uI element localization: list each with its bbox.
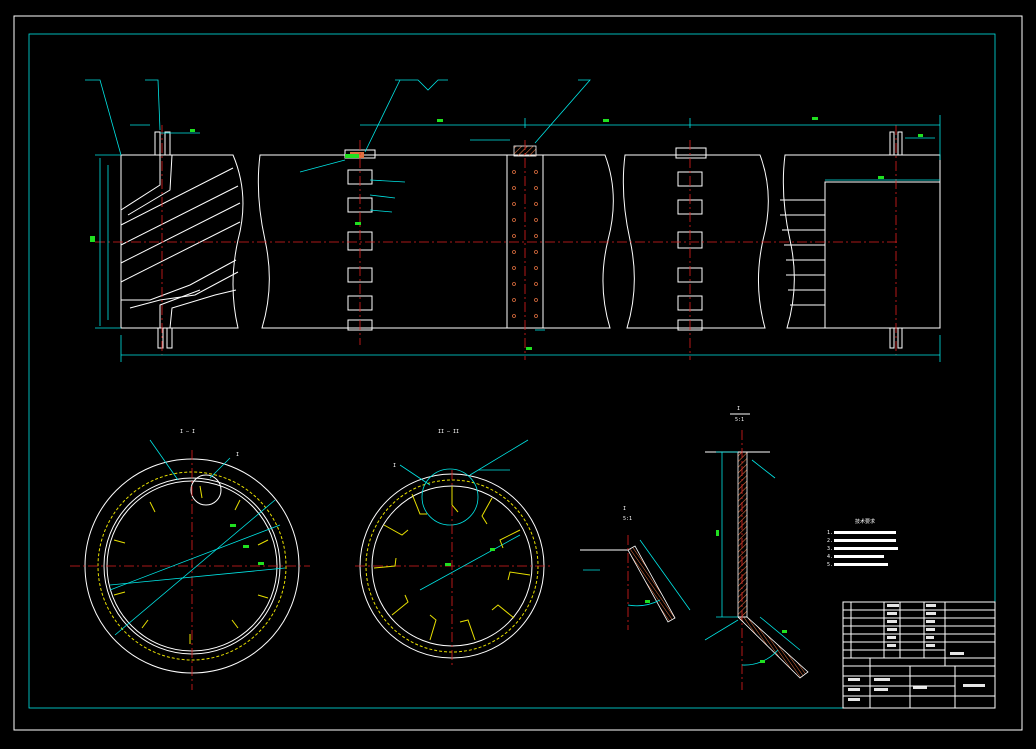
section-view-b: I II — II [355, 429, 550, 665]
detail-I-mark-a: I [236, 452, 239, 458]
tech-req-title: 技术要求 [855, 518, 875, 525]
main-elevation-view [85, 79, 941, 362]
view-a-label: I — I [180, 429, 195, 435]
inner-border [28, 33, 996, 709]
section-view-a: I I — I [70, 429, 310, 690]
dimensions [85, 79, 941, 362]
tech-req-item-3: 3. [827, 546, 833, 552]
end-flights [780, 199, 825, 306]
detail-scale-left: I [623, 506, 626, 512]
radial-lifters-a [113, 485, 269, 644]
detail-scale-main: I [737, 406, 740, 412]
tech-req-item-4: 4. [827, 554, 833, 560]
radial-lifters-b [373, 486, 531, 641]
detail-I-mark-b: I [393, 463, 396, 469]
lifter-column-2 [675, 147, 707, 331]
view-b-label: II — II [438, 429, 459, 435]
outer-border [13, 15, 1023, 731]
detail-y-joint: I 5:1 [704, 406, 809, 690]
detail-angled-plate: I 5:1 [580, 506, 691, 630]
tech-req-item-5: 5. [827, 562, 833, 568]
tech-req-item-2: 2. [827, 538, 833, 544]
dim-values [90, 117, 923, 350]
tech-req-item-1: 1. [827, 530, 833, 536]
title-block[interactable] [842, 601, 996, 709]
helical-flights [120, 154, 241, 329]
detail-scale-main-sub: 5:1 [735, 417, 744, 423]
technical-requirements: 技术要求 1. 2. 3. 4. 5. [827, 518, 898, 568]
detail-scale-left-sub: 5:1 [623, 516, 632, 522]
